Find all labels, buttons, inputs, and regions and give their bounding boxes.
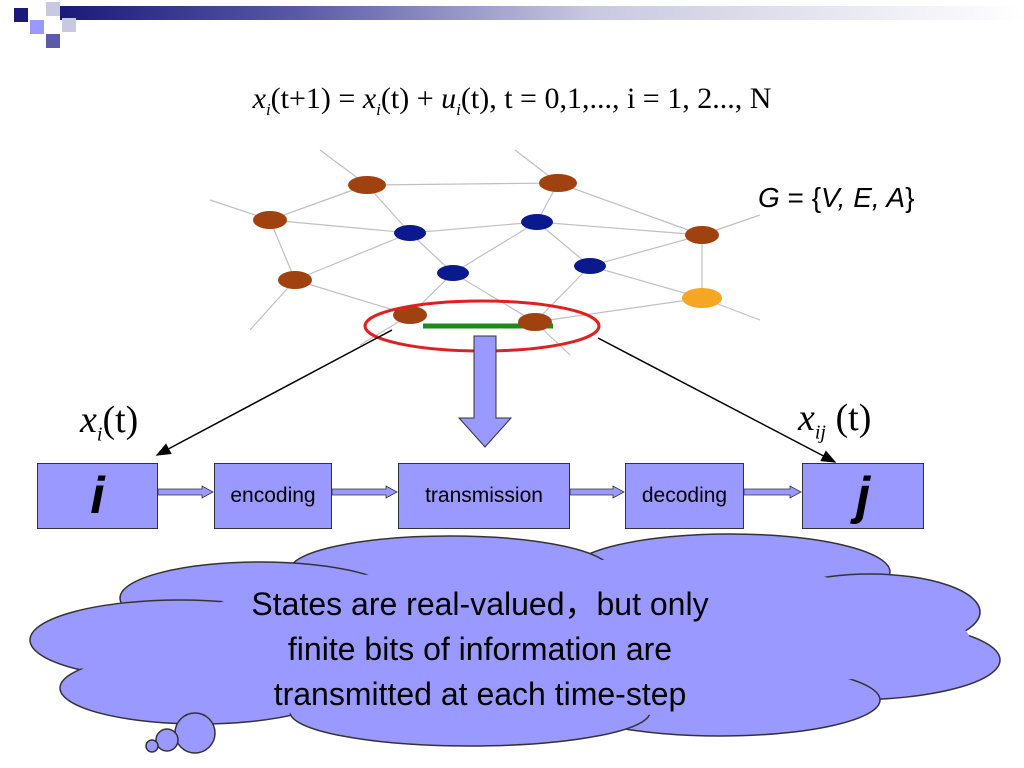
network-nodes: [253, 174, 722, 331]
node-orange: [682, 288, 722, 308]
cloud-line-2: finite bits of information are: [287, 631, 673, 667]
deco-square-3: [46, 2, 60, 16]
decoding-label: decoding: [641, 484, 728, 507]
deco-square-2: [30, 20, 44, 34]
arrow-to-node-j: [597, 337, 837, 463]
eq-rhs-u-sub: i: [456, 100, 461, 119]
node-blue: [394, 225, 426, 241]
encoding-label: encoding: [230, 484, 316, 507]
eq-rhs-u-arg: (t),: [460, 82, 497, 115]
decoding-box: decoding: [625, 463, 744, 529]
node-i: [393, 306, 427, 324]
arrow-to-node-i: [155, 329, 393, 456]
cloud-line-1: States are real-valued，but only: [251, 586, 709, 622]
eq-rhs-x: x: [362, 82, 377, 115]
thought-cloud: [29, 533, 1001, 754]
eq-lhs-sub: i: [265, 100, 271, 119]
node-i-label: i: [90, 467, 105, 525]
encoding-box: encoding: [214, 463, 332, 529]
transmission-label: transmission: [425, 484, 543, 507]
eq-lhs-var: x: [252, 82, 266, 115]
eq-rhs-x-sub: i: [376, 100, 381, 119]
eq-rhs-u: u: [441, 82, 457, 115]
header-gradient-bar: [60, 6, 1024, 20]
state-label-ij: xij (t): [798, 396, 871, 445]
eq-rhs-x-arg: (t): [380, 82, 410, 115]
node-brown: [253, 211, 287, 229]
graph-symbol: G: [758, 182, 780, 213]
node-j: [518, 313, 552, 331]
cloud-text: States are real-valued，but only finite b…: [170, 582, 790, 717]
node-blue: [574, 258, 606, 274]
pipeline-arrows: [157, 485, 802, 499]
eq-i-range: i = 1, 2..., N: [626, 82, 772, 115]
node-brown: [348, 176, 386, 194]
deco-square-5: [62, 18, 76, 32]
eq-equals: =: [330, 82, 363, 115]
graph-definition-label: G = {V, E, A}: [758, 182, 914, 214]
node-brown: [685, 226, 719, 244]
node-j-box: j: [802, 463, 924, 529]
state-i-sub: i: [96, 423, 103, 446]
state-label-i: xi(t): [80, 398, 138, 447]
state-i-var: x: [80, 399, 97, 441]
graph-close: }: [905, 182, 915, 213]
node-blue: [521, 214, 553, 230]
eq-t-range: t = 0,1,...,: [504, 82, 620, 115]
deco-square-1: [14, 8, 28, 22]
eq-plus: +: [409, 82, 442, 115]
graph-eq: = {: [779, 182, 822, 213]
node-j-label: j: [855, 467, 871, 525]
state-ij-sub: ij: [814, 421, 826, 444]
dynamics-equation: xi(t+1) = xi(t) + ui(t), t = 0,1,..., i …: [0, 82, 1024, 120]
down-arrow: [457, 335, 513, 448]
node-brown: [539, 174, 577, 192]
eq-lhs-arg: (t+1): [270, 82, 331, 115]
cloud-line-3: transmitted at each time-step: [273, 676, 687, 712]
node-i-box: i: [37, 463, 158, 529]
transmission-box: transmission: [398, 463, 570, 529]
graph-set: V, E, A: [821, 182, 906, 213]
node-brown: [278, 271, 312, 289]
state-ij-arg: (t): [826, 397, 872, 439]
state-i-arg: (t): [102, 399, 139, 441]
state-ij-var: x: [798, 397, 815, 439]
deco-square-4: [46, 34, 60, 48]
node-blue: [437, 265, 469, 281]
